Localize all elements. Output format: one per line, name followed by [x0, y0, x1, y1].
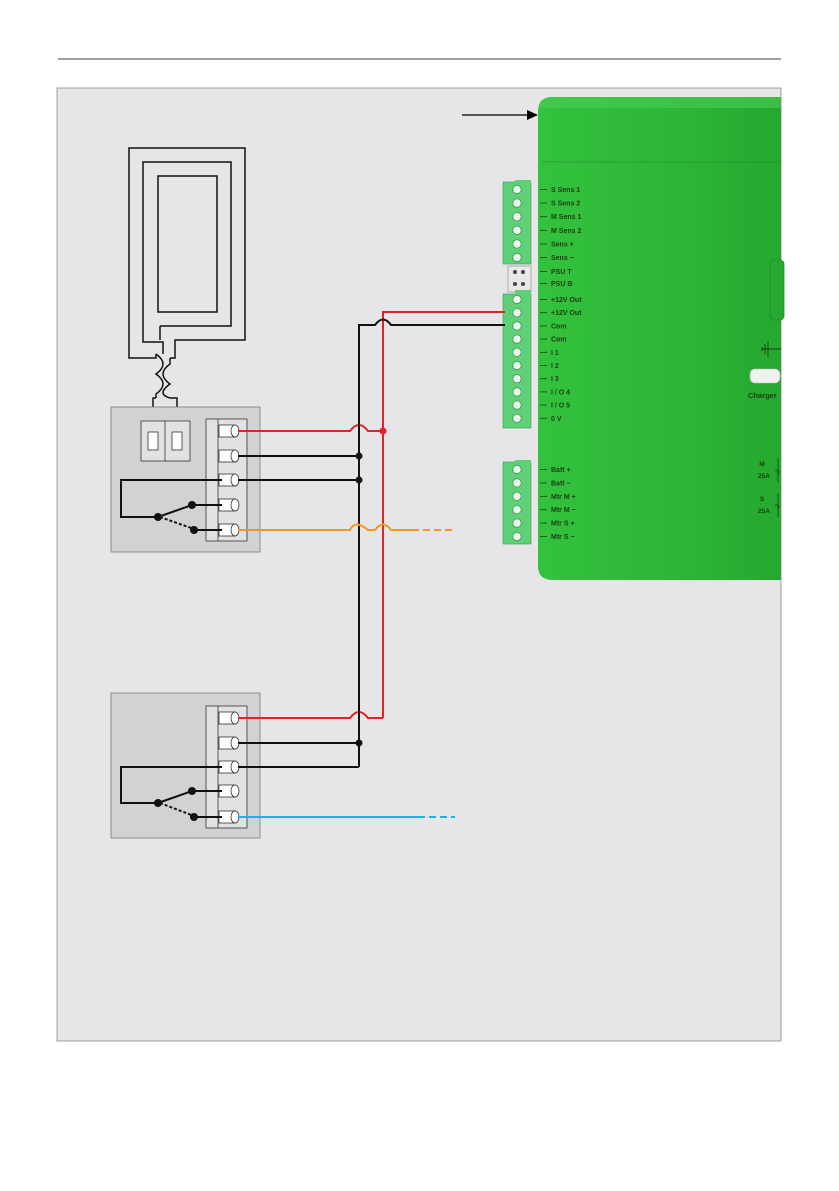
terminal-screw [513, 322, 521, 330]
terminal-label: PSU T [551, 269, 572, 276]
controller-device: S Sens 1 S Sens 2 M Sens 1 M Sens 2 Sens + Se… [503, 97, 784, 580]
terminal-label: S Sens 1 [551, 187, 580, 194]
terminal-screw [513, 185, 521, 193]
terminal-label: I 3 [551, 376, 559, 383]
terminal-screw [513, 226, 521, 234]
detector-terminal-screw [231, 737, 239, 749]
terminal-label: I 1 [551, 350, 559, 357]
terminal-label: Batt + [551, 467, 571, 474]
terminal-screw [513, 465, 521, 473]
terminal-label: Mtr S − [551, 534, 575, 541]
svg-text:25A: 25A [758, 473, 770, 480]
terminal-screw [513, 388, 521, 396]
terminal-label: M Sens 2 [551, 228, 581, 235]
terminal-label: Mtr M − [551, 507, 576, 514]
terminal-screw [513, 240, 521, 248]
svg-text:M: M [759, 461, 764, 468]
terminal-screw [513, 199, 521, 207]
svg-text:25A: 25A [758, 508, 770, 515]
svg-text:S: S [760, 496, 765, 503]
terminal-label: Sens + [551, 241, 574, 248]
terminal-screw [513, 309, 521, 317]
detector-terminal-screw [231, 524, 239, 536]
detector-terminal-screw [231, 474, 239, 486]
terminal-screw [513, 253, 521, 261]
terminal-screw [513, 479, 521, 487]
terminal-label: Com [551, 337, 567, 344]
terminal-label: M Sens 1 [551, 214, 581, 221]
terminal-label: +12V Out [551, 297, 582, 304]
terminal-label: PSU B [551, 281, 572, 288]
terminal-screw [513, 335, 521, 343]
terminal-screw [513, 375, 521, 383]
terminal-screw [513, 213, 521, 221]
detector-terminal-screw [231, 450, 239, 462]
detector-terminal-screw [231, 761, 239, 773]
detector-terminal-screw [231, 712, 239, 724]
detector-terminal-screw [231, 785, 239, 797]
terminal-label: +12V Out [551, 310, 582, 317]
terminal-label: S Sens 2 [551, 201, 580, 208]
terminal-label: I 2 [551, 363, 559, 370]
detector-terminal-screw [231, 811, 239, 823]
charger-port[interactable] [750, 369, 780, 383]
terminal-label: Mtr S + [551, 521, 575, 528]
terminal-label: I / O 5 [551, 403, 570, 410]
terminal-label: Com [551, 323, 567, 330]
terminal-screw [513, 414, 521, 422]
terminal-screw [513, 506, 521, 514]
terminal-label: 0 V [551, 416, 562, 423]
detector-terminal-screw [231, 499, 239, 511]
terminal-screw [513, 401, 521, 409]
psu-connector [508, 266, 531, 292]
terminal-screw [513, 519, 521, 527]
terminal-label: Mtr M + [551, 494, 576, 501]
charger-label: Charger [748, 391, 777, 400]
terminal-label: I / O 4 [551, 389, 570, 396]
terminal-screw [513, 532, 521, 540]
detector-terminal-screw [231, 425, 239, 437]
terminal-label: Batt − [551, 480, 571, 487]
terminal-screw [513, 492, 521, 500]
terminal-screw [513, 361, 521, 369]
terminal-screw [513, 295, 521, 303]
terminal-screw [513, 348, 521, 356]
terminal-label: Sens − [551, 255, 574, 262]
